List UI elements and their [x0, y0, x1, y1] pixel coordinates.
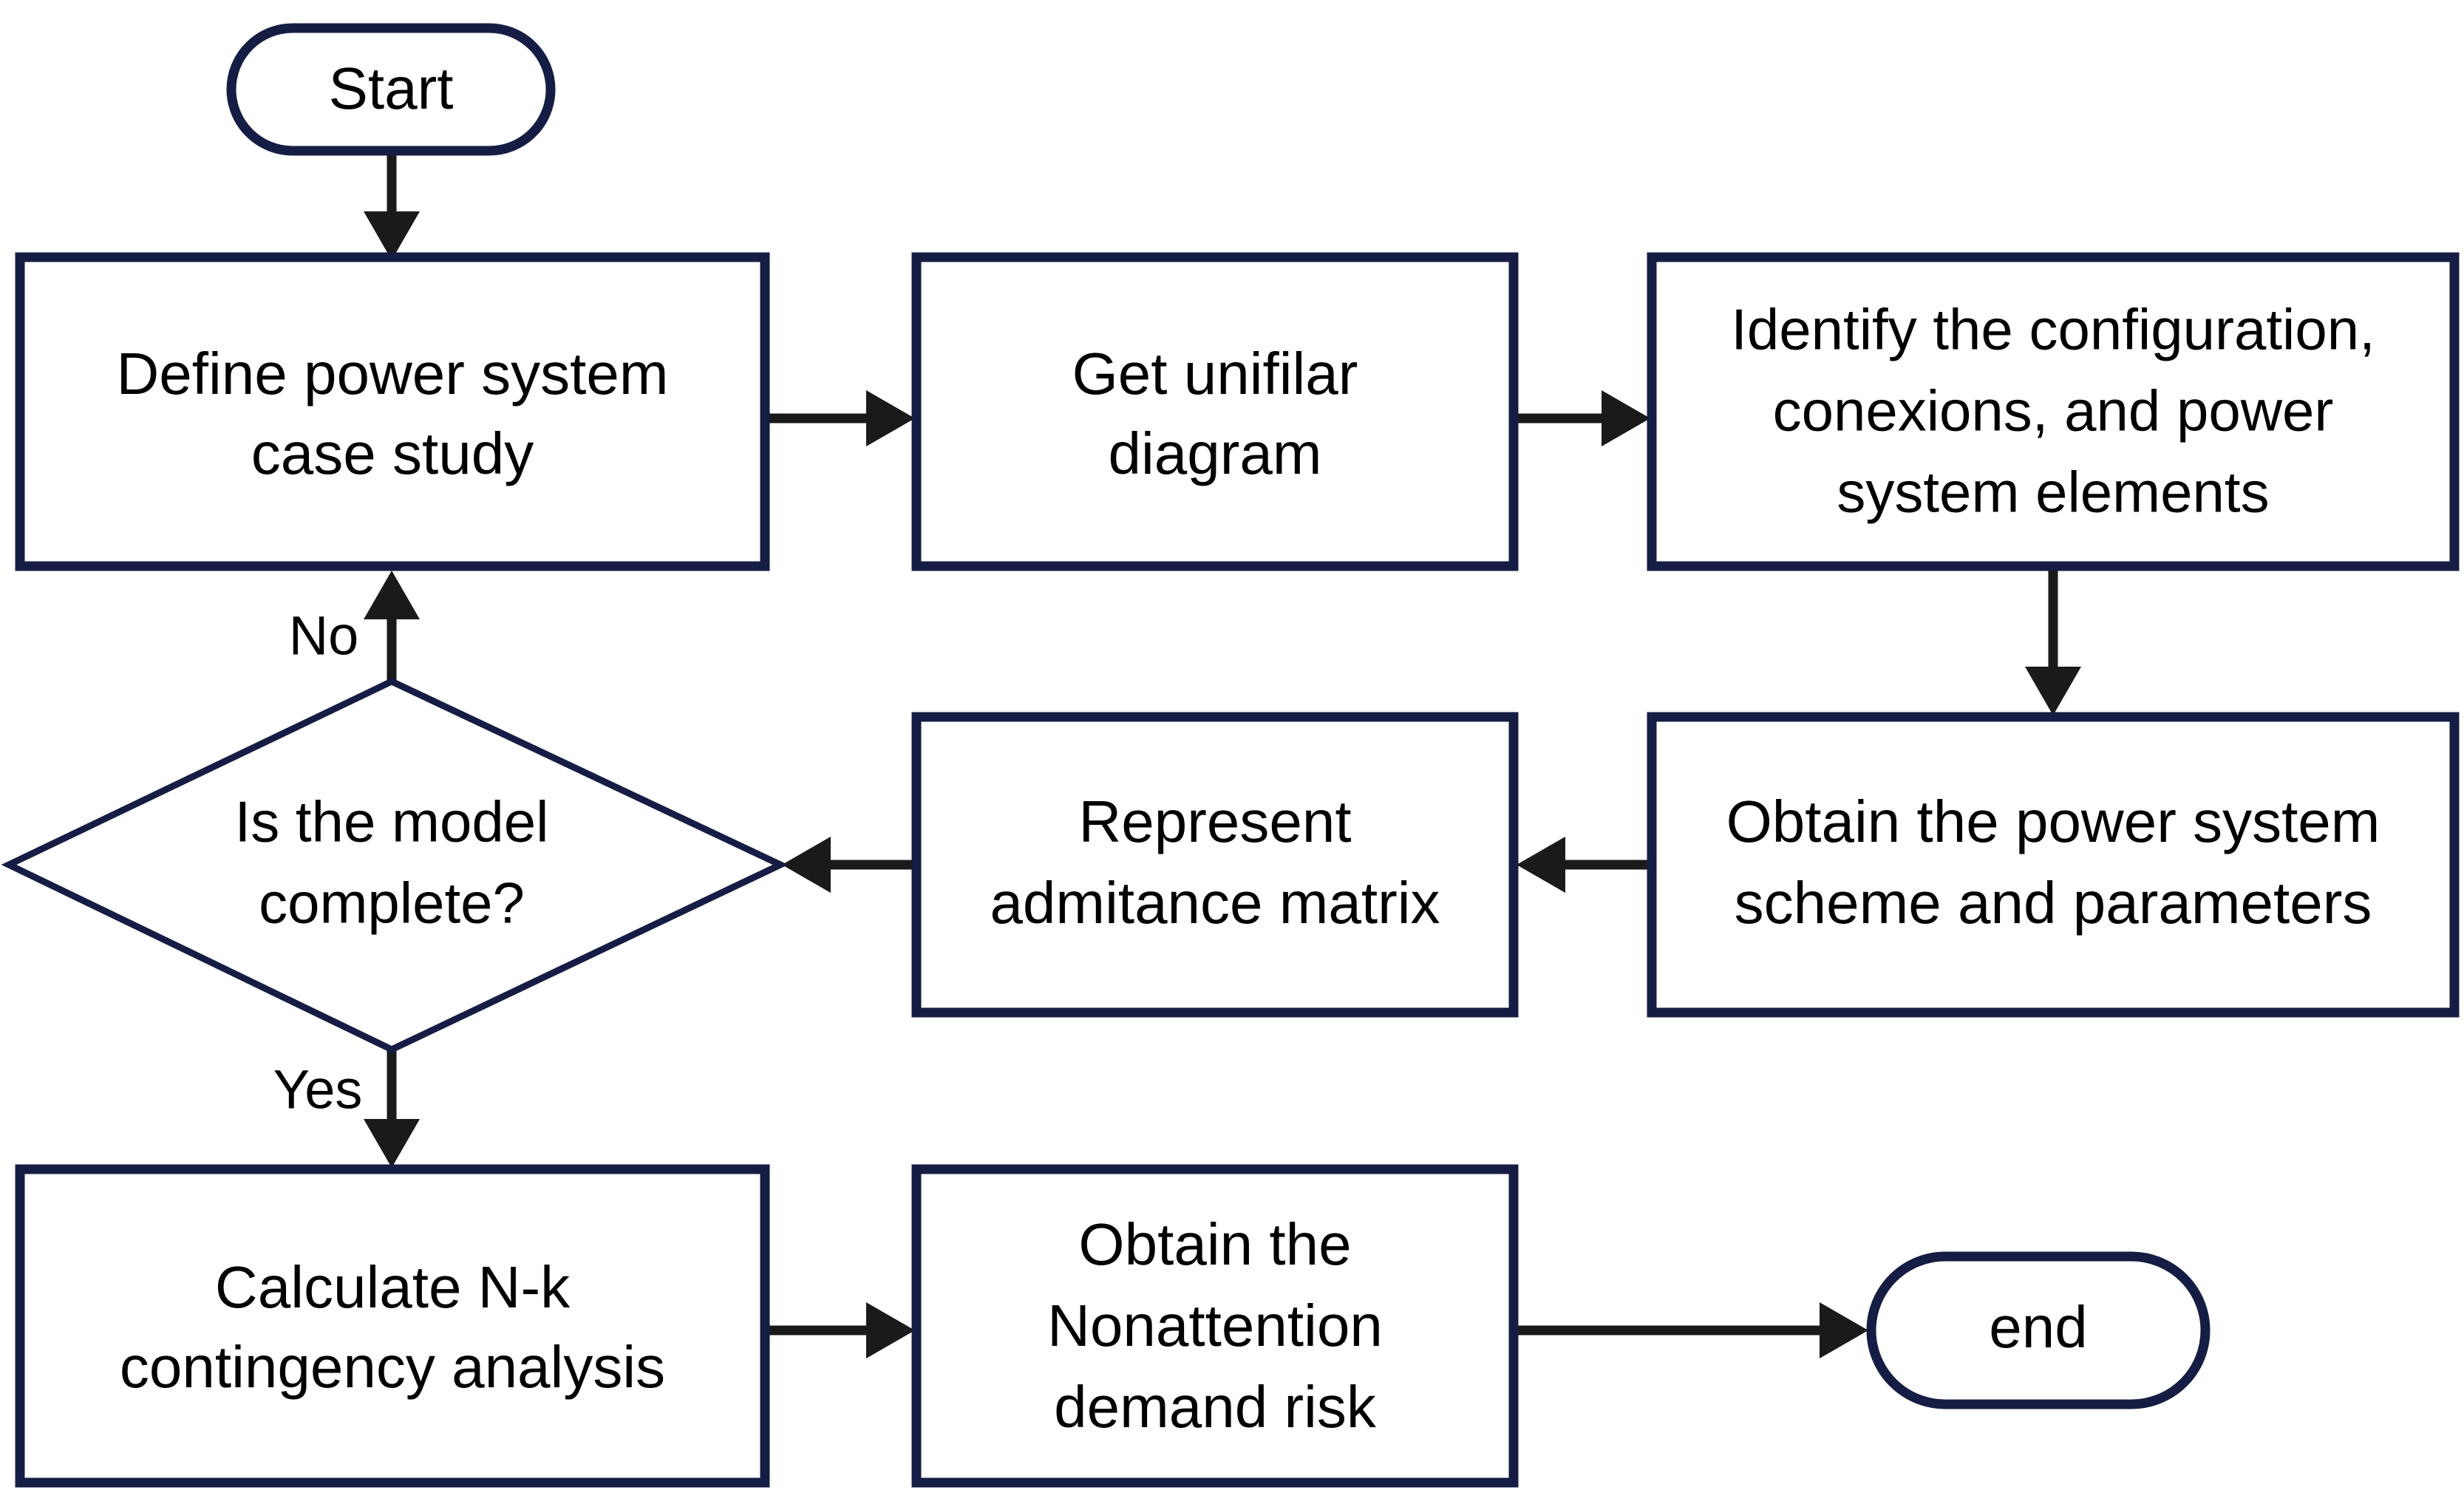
edge-scheme-to-admitance — [1517, 837, 1650, 893]
admitance-label-line-1: Represent — [1078, 789, 1351, 854]
node-represent-admitance-matrix[interactable]: Represent admitance matrix — [911, 712, 1519, 1018]
decision-shape — [1, 678, 789, 1053]
define-label-line-2: case study — [251, 421, 534, 486]
unifilar-label-line-1: Get unifilar — [1072, 341, 1358, 406]
node-start[interactable]: Start — [226, 23, 556, 156]
edge-admitance-to-complete — [782, 837, 915, 893]
end-label: end — [1989, 1294, 2087, 1360]
define-shape — [15, 252, 770, 571]
edge-start-to-define — [364, 152, 420, 260]
edge-unifilar-to-identify — [1515, 390, 1650, 446]
identify-label-line-1: Identify the configuration, — [1731, 297, 2375, 362]
node-define-power-system-case-study[interactable]: Define power system case study — [15, 252, 770, 571]
scheme-shape — [1647, 712, 2460, 1018]
contingency-shape — [15, 1164, 770, 1488]
identify-label-line-3: system elements — [1837, 460, 2269, 525]
unifilar-label-line-2: diagram — [1108, 421, 1321, 486]
decision-label-line-2: complete? — [259, 871, 525, 936]
define-label-line-1: Define power system — [117, 341, 669, 406]
node-identify-configuration[interactable]: Identify the configuration, conexions, a… — [1647, 252, 2460, 571]
node-get-unifilar-diagram[interactable]: Get unifilar diagram — [911, 252, 1519, 571]
edge-contingency-to-risk — [765, 1302, 915, 1358]
identify-label-line-2: conexions, and power — [1773, 378, 2334, 443]
admitance-shape — [911, 712, 1519, 1018]
unifilar-shape — [911, 252, 1519, 571]
edge-label-yes: Yes — [273, 1059, 363, 1120]
node-calculate-nk-contingency[interactable]: Calculate N-k contingency analysis — [15, 1164, 770, 1488]
edge-complete-to-contingency — [364, 1050, 420, 1168]
admitance-label-line-2: admitance matrix — [990, 870, 1440, 936]
node-obtain-power-system-scheme[interactable]: Obtain the power system scheme and param… — [1647, 712, 2460, 1018]
edge-define-to-unifilar — [765, 390, 915, 446]
node-obtain-nonattention-demand-risk[interactable]: Obtain the Nonattention demand risk — [911, 1164, 1519, 1488]
identify-shape — [1647, 252, 2460, 571]
risk-label-line-2: Nonattention — [1047, 1293, 1383, 1358]
end-shape — [1866, 1251, 2211, 1409]
edge-label-no: No — [289, 605, 359, 667]
risk-label-line-1: Obtain the — [1078, 1211, 1351, 1277]
node-is-model-complete[interactable]: Is the model complete? — [1, 678, 789, 1053]
decision-label-line-1: Is the model — [235, 789, 549, 854]
scheme-label-line-2: scheme and parameters — [1735, 870, 2372, 936]
risk-label-line-3: demand risk — [1054, 1374, 1377, 1440]
start-shape — [226, 23, 556, 156]
contingency-label-line-1: Calculate N-k — [215, 1254, 571, 1320]
risk-shape — [911, 1164, 1519, 1488]
scheme-label-line-1: Obtain the power system — [1726, 789, 2380, 854]
edge-risk-to-end — [1517, 1302, 1868, 1358]
start-label: Start — [329, 55, 454, 121]
edge-identify-to-scheme — [2025, 565, 2081, 715]
node-end[interactable]: end — [1866, 1251, 2211, 1409]
contingency-label-line-2: contingency analysis — [120, 1334, 665, 1400]
edge-complete-to-define — [364, 571, 420, 681]
